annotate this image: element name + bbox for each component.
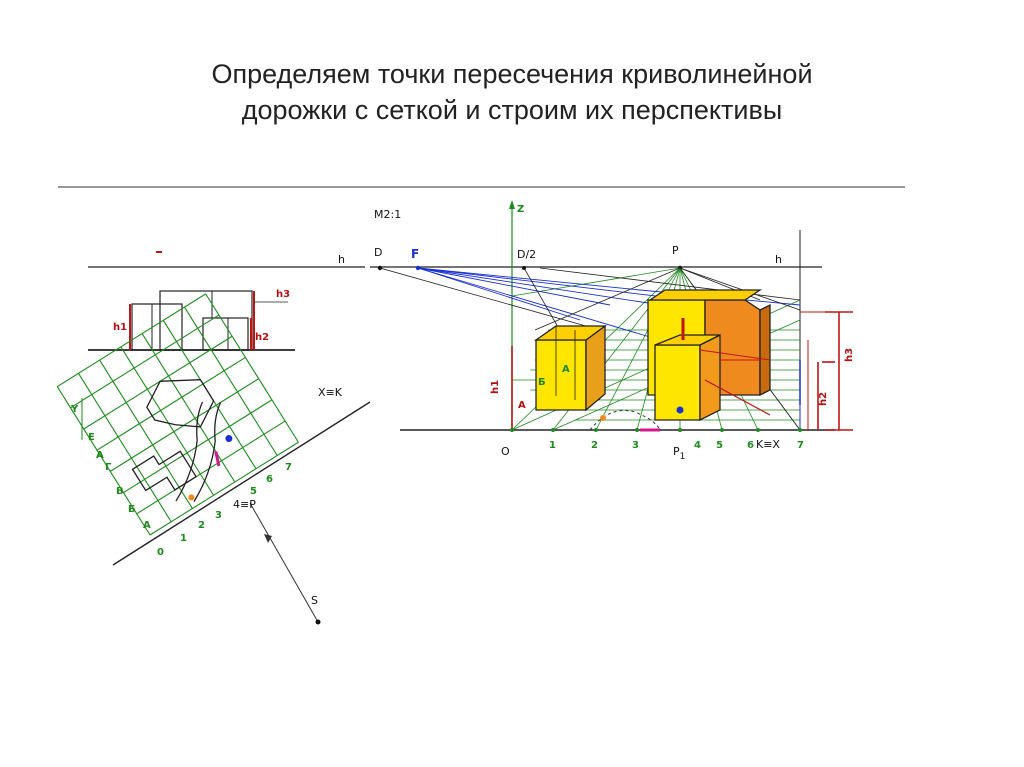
plan-blue-point [225, 435, 233, 443]
h2-label-left: h2 [255, 332, 269, 343]
h1-label-left: h1 [113, 322, 127, 333]
plan-column-numbers: 0 1 2 3 5 6 7 [157, 462, 292, 558]
plan-curved-path [175, 401, 204, 502]
label-S: S [311, 594, 318, 607]
svg-text:0: 0 [157, 547, 164, 558]
plan-box-outline [131, 450, 198, 492]
label-KX-persp: K≡X [756, 438, 780, 451]
svg-text:7: 7 [285, 462, 292, 473]
station-point-S [315, 619, 321, 625]
plan-row-letters: А Б В Г А Е [88, 432, 151, 531]
horizon-label-right: h [775, 253, 782, 266]
title-line-1: Определяем точки пересечения криволинейн… [211, 59, 813, 89]
title-line-2: дорожки с сеткой и строим их перспективы [241, 95, 783, 125]
h2-label-persp: h2 [818, 392, 829, 406]
label-4P-plan: 4≡P [233, 498, 256, 511]
large-building [647, 289, 771, 422]
svg-text:6: 6 [747, 440, 754, 451]
elevation-right-box [202, 317, 249, 351]
svg-text:1: 1 [180, 533, 187, 544]
h3-label-left: h3 [276, 289, 290, 300]
svg-text:Г: Г [105, 462, 112, 473]
h1-label-persp: h1 [490, 380, 501, 394]
persp-label-A-box: А [562, 364, 570, 375]
svg-text:В: В [116, 486, 124, 497]
label-D2: D/2 [517, 248, 536, 261]
label-P1: P1 [673, 445, 685, 462]
svg-text:2: 2 [591, 440, 598, 451]
plan-building-outline [146, 379, 215, 428]
h3-label-persp: h3 [844, 348, 855, 362]
label-F: F [411, 247, 419, 261]
svg-text:1: 1 [549, 440, 556, 451]
front-elevation: h1 h2 h3 h [88, 251, 365, 351]
svg-text:2: 2 [198, 520, 205, 531]
label-origin: O [501, 445, 510, 458]
svg-text:3: 3 [632, 440, 639, 451]
plan-view-ray [249, 502, 319, 623]
plan-magenta-mark [214, 451, 221, 467]
perspective-view: М2:1 D F D/2 P h Z O [370, 200, 855, 462]
plan-orange-point [188, 494, 195, 501]
label-P: P [672, 244, 679, 257]
svg-text:7: 7 [797, 440, 804, 451]
persp-label-B: Б [538, 377, 546, 388]
plan-grid [56, 293, 299, 536]
slide-title: Определяем точки пересечения криволинейн… [0, 56, 1024, 128]
svg-text:6: 6 [266, 474, 273, 485]
svg-text:Е: Е [88, 432, 95, 443]
yellow-box [533, 324, 607, 412]
persp-blue-point [676, 406, 684, 414]
svg-text:Б: Б [128, 504, 136, 515]
persp-label-A: A [518, 400, 526, 411]
label-Z: Z [517, 204, 524, 215]
persp-orange-point [600, 415, 606, 421]
label-XK-plan: X≡K [318, 386, 343, 399]
label-D: D [374, 246, 382, 259]
svg-text:5: 5 [716, 440, 723, 451]
svg-text:5: 5 [250, 486, 257, 497]
svg-text:3: 3 [215, 510, 222, 521]
plan-picture-plane-line [112, 401, 371, 566]
label-Y-plan: Y [70, 404, 79, 415]
svg-text:А: А [96, 450, 104, 461]
plan-view: S X≡K [56, 293, 371, 625]
svg-text:4: 4 [694, 440, 701, 451]
elevation-left-box [131, 303, 183, 351]
blue-construction-lines [417, 267, 801, 430]
persp-numbers: 1 2 3 4 5 6 7 [549, 440, 804, 451]
horizon-label-left: h [338, 253, 345, 266]
scale-label: М2:1 [374, 208, 401, 221]
ground-ticks [510, 428, 802, 432]
svg-text:А: А [143, 520, 151, 531]
